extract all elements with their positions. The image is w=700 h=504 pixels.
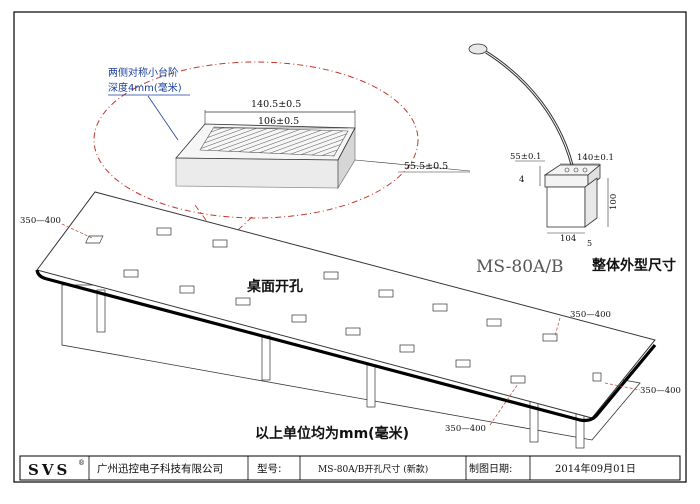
table-leg-3 bbox=[366, 364, 376, 408]
inset-note-line2: 深度4mm(毫米) bbox=[108, 81, 182, 94]
model-value: MS-80A/B开孔尺寸 (新款) bbox=[318, 463, 428, 475]
dim-edge-right-top: 350—400 bbox=[570, 310, 611, 320]
device-upper-body bbox=[544, 174, 589, 188]
device-drawing: 55±0.1 140±0.1 4 100 104 5 MS-80A/B 整体外型… bbox=[468, 43, 676, 277]
model-label: 型号: bbox=[257, 462, 282, 475]
table-label: 桌面开孔 bbox=[247, 278, 303, 295]
drawing-border bbox=[13, 11, 687, 483]
device-lower-body bbox=[546, 186, 586, 228]
company-logo: SVS bbox=[28, 461, 70, 479]
dim-device-step: 4 bbox=[519, 175, 524, 185]
dim-inner-width: 106±0.5 bbox=[258, 116, 299, 127]
dim-inset-depth: 55.5±0.5 bbox=[404, 161, 448, 172]
mic-head bbox=[468, 43, 488, 55]
dim-device-depth: 104 bbox=[560, 234, 576, 244]
dim-device-small: 55±0.1 bbox=[510, 152, 541, 162]
inset-note-leader bbox=[147, 95, 179, 141]
dim-device-height: 100 bbox=[609, 194, 619, 210]
dim-device-width: 140±0.1 bbox=[577, 153, 614, 163]
dim-edge-bottom: 350—400 bbox=[445, 424, 486, 434]
dim-edge-left: 350—400 bbox=[20, 216, 61, 226]
device-model: MS-80A/B bbox=[476, 257, 564, 277]
company-name: 广州迅控电子科技有限公司 bbox=[97, 462, 223, 475]
table-drawing: 350—400 350—400 350—400 350—400 桌面开孔 bbox=[20, 191, 681, 449]
dim-device-side: 5 bbox=[587, 239, 592, 248]
title-block: SVS ® 广州迅控电子科技有限公司 型号: MS-80A/B开孔尺寸 (新款)… bbox=[19, 455, 681, 481]
date-value: 2014年09月01日 bbox=[555, 462, 636, 475]
table-top-edge bbox=[35, 269, 657, 423]
inset-note-line1: 两侧对称小台阶 bbox=[108, 66, 178, 79]
dim-outer-width: 140.5±0.5 bbox=[251, 99, 301, 110]
table-leg-1 bbox=[96, 289, 106, 333]
date-label: 制图日期: bbox=[469, 462, 512, 475]
cutouts bbox=[85, 227, 602, 384]
table-top bbox=[36, 191, 656, 419]
device-caption: 整体外型尺寸 bbox=[591, 257, 676, 274]
device-upper-side bbox=[587, 164, 601, 188]
cutout-front-face bbox=[175, 157, 339, 189]
unit-note: 以上单位均为mm(毫米) bbox=[255, 425, 409, 442]
registered-mark: ® bbox=[78, 459, 85, 467]
dim-edge-right: 350—400 bbox=[640, 386, 681, 396]
inset-ellipse bbox=[93, 61, 419, 219]
table-leg-2 bbox=[261, 335, 271, 381]
mic-gooseneck bbox=[485, 50, 574, 166]
device-lower-side bbox=[584, 177, 598, 228]
dim-line-depth bbox=[354, 159, 471, 172]
cutout-hatched-floor bbox=[199, 126, 349, 157]
inset-detail: 两侧对称小台阶 深度4mm(毫米) 140.5±0.5 106±0.5 55.5… bbox=[93, 61, 471, 243]
